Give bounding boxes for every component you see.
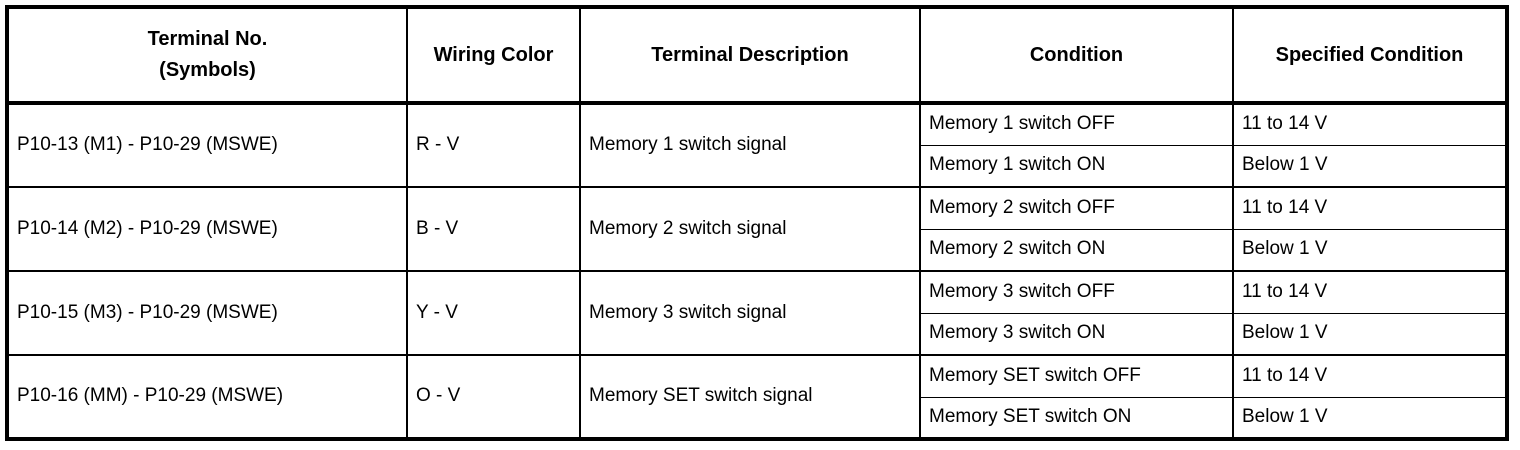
table-row: Memory SET switch ON Below 1 V — [7, 397, 1507, 439]
column-header-terminal-description: Terminal Description — [580, 7, 921, 105]
column-header-condition: Condition — [920, 7, 1234, 105]
cell-terminal-description: Memory 1 switch signal — [580, 103, 921, 188]
cell-specified-condition: Below 1 V — [1233, 313, 1507, 356]
cell-condition: Memory SET switch OFF — [920, 355, 1234, 398]
cell-terminal-no: P10-15 (M3) - P10-29 (MSWE) — [7, 271, 408, 356]
table-row: Memory 3 switch ON Below 1 V — [7, 313, 1507, 356]
cell-specified-condition: 11 to 14 V — [1233, 187, 1507, 230]
cell-specified-condition: Below 1 V — [1233, 145, 1507, 188]
cell-wiring-color: Y - V — [407, 271, 581, 356]
cell-specified-condition: Below 1 V — [1233, 229, 1507, 272]
cell-specified-condition: 11 to 14 V — [1233, 271, 1507, 314]
table-body: P10-13 (M1) - P10-29 (MSWE) R - V Memory… — [7, 103, 1507, 439]
cell-terminal-no: P10-13 (M1) - P10-29 (MSWE) — [7, 103, 408, 188]
cell-terminal-description: Memory 3 switch signal — [580, 271, 921, 356]
cell-condition: Memory 2 switch OFF — [920, 187, 1234, 230]
cell-wiring-color: B - V — [407, 187, 581, 272]
cell-condition: Memory 2 switch ON — [920, 229, 1234, 272]
terminal-no-text: P10-16 (MM) - P10-29 (MSWE) — [17, 385, 284, 407]
column-header-terminal-no-line2: (Symbols) — [159, 59, 256, 81]
specification-table-sheet: Terminal No. (Symbols) Wiring Color Term… — [5, 5, 1509, 441]
terminal-no-text: P10-13 (M1) - P10-29 (MSWE) — [17, 134, 278, 156]
table-row: P10-14 (M2) - P10-29 (MSWE) B - V Memory… — [7, 187, 1507, 272]
cell-terminal-no: P10-16 (MM) - P10-29 (MSWE) — [7, 355, 408, 439]
column-header-terminal-no: Terminal No. (Symbols) — [7, 7, 408, 105]
cell-condition: Memory 1 switch OFF — [920, 103, 1234, 146]
cell-terminal-description: Memory SET switch signal — [580, 355, 921, 439]
terminal-specification-table: Terminal No. (Symbols) Wiring Color Term… — [5, 5, 1509, 441]
terminal-no-text: P10-15 (M3) - P10-29 (MSWE) — [17, 301, 278, 323]
terminal-no-text: P10-14 (M2) - P10-29 (MSWE) — [17, 217, 278, 239]
column-header-wiring-color: Wiring Color — [407, 7, 581, 105]
column-header-terminal-no-line1: Terminal No. — [147, 28, 268, 50]
column-header-specified-condition: Specified Condition — [1233, 7, 1507, 105]
cell-terminal-no: P10-14 (M2) - P10-29 (MSWE) — [7, 187, 408, 272]
cell-terminal-description: Memory 2 switch signal — [580, 187, 921, 272]
cell-condition: Memory SET switch ON — [920, 397, 1234, 439]
cell-condition: Memory 3 switch OFF — [920, 271, 1234, 314]
cell-condition: Memory 1 switch ON — [920, 145, 1234, 188]
cell-specified-condition: 11 to 14 V — [1233, 103, 1507, 146]
table-row: Memory 1 switch ON Below 1 V — [7, 145, 1507, 188]
table-row: P10-15 (M3) - P10-29 (MSWE) Y - V Memory… — [7, 271, 1507, 356]
table-row: P10-16 (MM) - P10-29 (MSWE) O - V Memory… — [7, 355, 1507, 439]
table-header: Terminal No. (Symbols) Wiring Color Term… — [7, 7, 1507, 105]
cell-specified-condition: 11 to 14 V — [1233, 355, 1507, 398]
cell-wiring-color: R - V — [407, 103, 581, 188]
table-row: Memory 2 switch ON Below 1 V — [7, 229, 1507, 272]
table-row: P10-13 (M1) - P10-29 (MSWE) R - V Memory… — [7, 103, 1507, 188]
cell-wiring-color: O - V — [407, 355, 581, 439]
cell-specified-condition: Below 1 V — [1242, 405, 1328, 427]
header-row: Terminal No. (Symbols) Wiring Color Term… — [7, 7, 1507, 105]
cell-condition: Memory 3 switch ON — [920, 313, 1234, 356]
